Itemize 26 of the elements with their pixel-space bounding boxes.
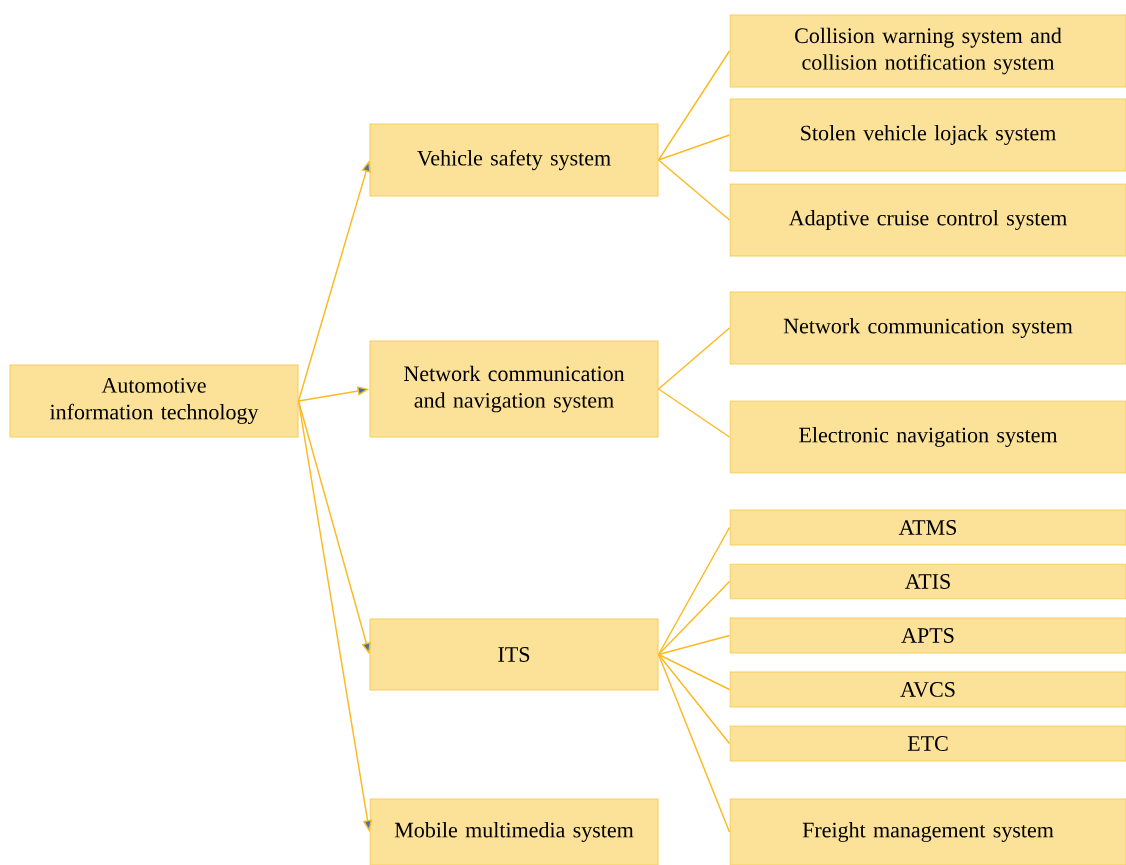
process-box: AVCS bbox=[729, 671, 1126, 708]
process-box: Network communication and navigation system bbox=[369, 340, 659, 438]
connector-line bbox=[657, 134, 731, 161]
connector-line bbox=[657, 653, 731, 691]
process-box: ETC bbox=[729, 725, 1126, 762]
process-box: Adaptive cruise control system bbox=[729, 183, 1126, 257]
connector-line bbox=[657, 580, 731, 656]
process-box: ITS bbox=[369, 618, 659, 691]
process-box: Automotive information technology bbox=[9, 364, 299, 438]
process-box: Electronic navigation system bbox=[729, 400, 1126, 474]
process-box: ATMS bbox=[729, 509, 1126, 546]
process-box: APTS bbox=[729, 617, 1126, 654]
process-box: Freight management system bbox=[729, 798, 1126, 865]
connector-line bbox=[657, 388, 731, 438]
process-box: Stolen vehicle lojack system bbox=[729, 98, 1126, 172]
connector-line bbox=[657, 634, 731, 656]
process-box: Mobile multimedia system bbox=[369, 798, 659, 865]
connector-line bbox=[657, 327, 731, 390]
process-box: Network communication system bbox=[729, 291, 1126, 365]
process-box: ATIS bbox=[729, 563, 1126, 600]
process-box: Collision warning system and collision notification system bbox=[729, 14, 1126, 88]
connector-line bbox=[657, 159, 731, 221]
connector-line bbox=[657, 50, 731, 161]
process-box: Vehicle safety system bbox=[369, 123, 659, 197]
connector-line bbox=[657, 653, 731, 745]
connector-line bbox=[657, 653, 731, 833]
